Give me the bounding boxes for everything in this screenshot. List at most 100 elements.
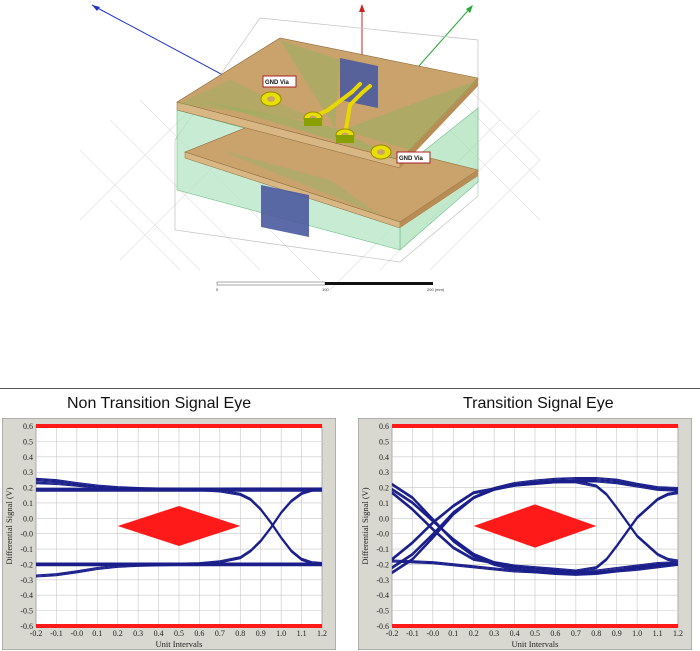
y-tick-label: -0.5 xyxy=(376,607,389,616)
x-tick-label: 0.6 xyxy=(550,629,560,638)
y-tick-label: 0.3 xyxy=(23,468,33,477)
x-tick-label: 0.3 xyxy=(133,629,143,638)
eye-trace-6 xyxy=(391,561,679,576)
y-tick-label: 0.6 xyxy=(23,422,33,431)
scale-bar: 0 100 200 (mm) xyxy=(216,281,445,292)
y-tick-label: -0.1 xyxy=(20,545,33,554)
y-tick-label: -0.2 xyxy=(376,560,389,569)
y-tick-label: 0.6 xyxy=(379,422,389,431)
y-tick-label: 0.3 xyxy=(379,468,389,477)
x-tick-label: 0.4 xyxy=(510,629,520,638)
y-tick-label: 0.2 xyxy=(23,484,33,493)
y-tick-label: -0.0 xyxy=(20,530,33,539)
x-tick-label: -0.0 xyxy=(71,629,84,638)
eye-mask xyxy=(473,504,597,548)
y-tick-label: 0.2 xyxy=(379,484,389,493)
y-tick-label: 0.1 xyxy=(379,499,389,508)
gnd-via-label-1: GND Via xyxy=(265,80,290,86)
x-tick-label: 0.6 xyxy=(194,629,204,638)
y-axis-label: Differential Signal (V) xyxy=(4,487,14,564)
x-tick-label: 0.2 xyxy=(469,629,479,638)
eye-trace-5 xyxy=(36,487,323,564)
x-axis-label: Unit Intervals xyxy=(512,639,559,649)
y-tick-label: 0.0 xyxy=(23,514,33,523)
via-pads xyxy=(260,91,392,160)
scale-tick-0: 0 xyxy=(216,287,219,292)
plane-pattern-4 xyxy=(177,80,320,122)
eye-trace-4 xyxy=(391,491,679,571)
scale-tick-200: 200 (mm) xyxy=(427,287,445,292)
plane-pattern-1 xyxy=(200,100,400,160)
x-tick-label: 0.3 xyxy=(489,629,499,638)
eye-trace-6 xyxy=(36,487,323,565)
y-tick-label: -0.6 xyxy=(20,622,33,631)
y-tick-label: 0.1 xyxy=(23,499,33,508)
x-tick-label: 0.8 xyxy=(235,629,245,638)
upper-board-side xyxy=(400,78,478,168)
x-tick-label: 0.1 xyxy=(448,629,458,638)
x-tick-label: 0.7 xyxy=(571,629,581,638)
gnd-via-label-2: GND Via xyxy=(399,156,424,162)
y-axis-label: Differential Signal (V) xyxy=(360,487,370,564)
eye-trace-6 xyxy=(391,560,679,575)
scale-tick-100: 100 xyxy=(322,287,329,292)
y-tick-label: -0.0 xyxy=(376,530,389,539)
eye-trace-6 xyxy=(391,559,679,574)
eye-chart-non-transition: -0.2 -0.1 -0.0 0.1 0.2 0.3 0.4 0.5 0.6 0.7 0.8 0.9 1… xyxy=(2,418,336,650)
y-tick-label: -0.2 xyxy=(20,560,33,569)
pcb-3d-model: GND Via GND Via 0 100 200 (mm) xyxy=(80,4,540,292)
x-tick-label: -0.1 xyxy=(50,629,63,638)
x-tick-label: 1.2 xyxy=(317,629,327,638)
y-tick-label: -0.4 xyxy=(376,591,389,600)
eye-trace-5 xyxy=(391,481,679,562)
eye-trace-5 xyxy=(36,488,323,565)
y-tick-label: 0.5 xyxy=(379,437,389,446)
eye-trace-6 xyxy=(36,488,323,566)
y-axis-arrowhead xyxy=(466,5,473,13)
chart-title-left: Non Transition Signal Eye xyxy=(67,395,252,412)
eye-trace-5 xyxy=(391,482,679,563)
bottom-port xyxy=(261,185,309,237)
x-tick-label: 1.1 xyxy=(653,629,663,638)
x-axis-label: Unit Intervals xyxy=(156,639,203,649)
x-tick-label: 0.2 xyxy=(113,629,123,638)
x-tick-label: 0.7 xyxy=(215,629,225,638)
x-tick-label: -0.0 xyxy=(427,629,440,638)
eye-trace-6 xyxy=(36,489,323,567)
eye-mask xyxy=(117,506,241,546)
eye-trace-4 xyxy=(391,492,679,572)
y-tick-label: 0.4 xyxy=(23,453,33,462)
x-tick-label: 0.1 xyxy=(92,629,102,638)
eye-trace-0 xyxy=(391,477,679,574)
y-tick-label: -0.3 xyxy=(20,576,33,585)
y-tick-label: 0.4 xyxy=(379,453,389,462)
plane-pattern-2 xyxy=(280,40,340,128)
x-axis-arrowhead xyxy=(92,5,100,11)
x-tick-label: 0.9 xyxy=(256,629,266,638)
plane-pattern-3 xyxy=(342,80,478,150)
x-tick-label: 0.5 xyxy=(530,629,540,638)
x-tick-label: 1.0 xyxy=(276,629,286,638)
z-axis-arrowhead xyxy=(359,4,365,12)
eye-trace-5 xyxy=(36,489,323,566)
x-tick-label: 1.0 xyxy=(632,629,642,638)
x-tick-label: 0.9 xyxy=(612,629,622,638)
y-tick-label: -0.3 xyxy=(376,576,389,585)
gnd-via-label-box-1 xyxy=(262,75,297,88)
gnd-via-label-box-2 xyxy=(396,151,431,164)
eye-trace-5 xyxy=(391,480,679,561)
x-tick-label: 1.2 xyxy=(673,629,683,638)
x-tick-label: -0.1 xyxy=(406,629,419,638)
chart-title-right: Transition Signal Eye xyxy=(463,395,614,412)
y-tick-label: 0.0 xyxy=(379,514,389,523)
y-tick-label: 0.5 xyxy=(23,437,33,446)
y-tick-label: -0.6 xyxy=(376,622,389,631)
eye-trace-3 xyxy=(391,488,679,573)
lower-plane-pattern xyxy=(220,150,380,215)
y-tick-label: -0.1 xyxy=(376,545,389,554)
x-tick-label: 1.1 xyxy=(297,629,307,638)
x-tick-label: -0.2 xyxy=(30,629,43,638)
lower-board-side xyxy=(400,170,478,228)
y-tick-label: -0.5 xyxy=(20,607,33,616)
